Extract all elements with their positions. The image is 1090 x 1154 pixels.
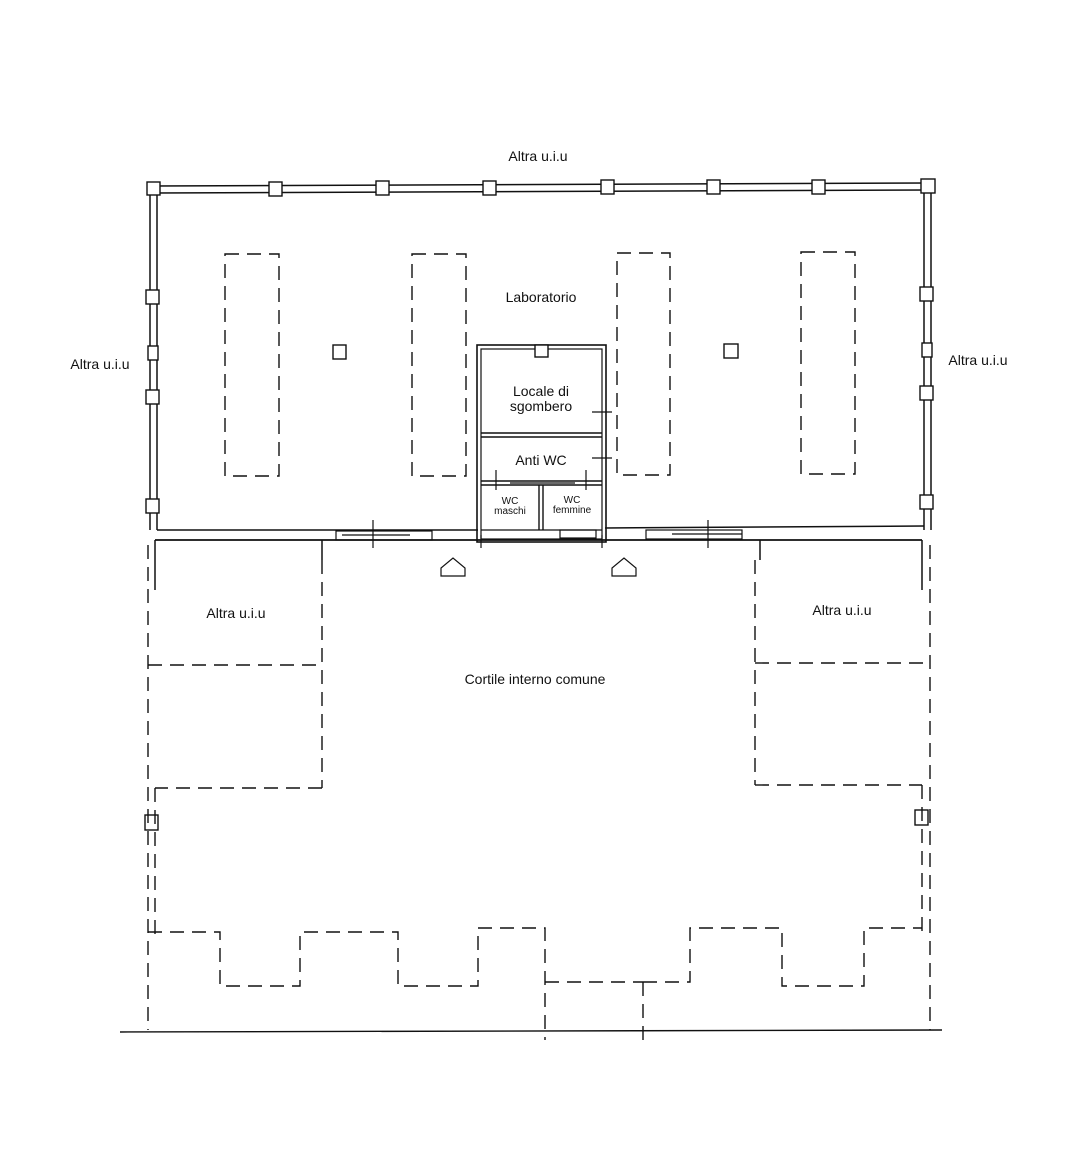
label-wc-femmine-line2: femmine: [553, 505, 592, 516]
pillar-icon: [375, 180, 390, 196]
label-wc-femmine-line1: WC: [564, 495, 581, 506]
label-laboratorio: Laboratorio: [506, 289, 577, 305]
pillar-icon: [919, 286, 934, 302]
label-anti-wc: Anti WC: [515, 452, 566, 468]
pillar-icon: [723, 343, 739, 359]
courtyard-boundaries: [119, 540, 943, 1040]
label-top-other-unit: Altra u.i.u: [508, 148, 567, 164]
label-lower-right-other-unit: Altra u.i.u: [812, 602, 871, 618]
label-cortile: Cortile interno comune: [465, 671, 606, 687]
service-block: [476, 344, 612, 548]
pillar-icon: [268, 181, 283, 197]
dashed-benches: [224, 251, 856, 477]
pillar-icon: [147, 345, 159, 361]
label-left-other-unit: Altra u.i.u: [70, 356, 129, 372]
pillar-icon: [332, 344, 347, 360]
entrance-arrow-icon: [611, 557, 637, 577]
entrance-arrow-icon: [440, 557, 466, 577]
pillar-icon: [919, 494, 934, 510]
pillar-icon: [921, 342, 933, 358]
labels: Altra u.i.u Altra u.i.u Altra u.i.u Altr…: [70, 148, 1007, 687]
pillar-icon: [706, 179, 721, 195]
pillar-icon: [482, 180, 497, 196]
pillar-icon: [600, 179, 615, 195]
label-wc-maschi-line2: maschi: [494, 506, 526, 517]
laboratory-outer-walls: [149, 182, 932, 548]
pillar-icon: [146, 181, 161, 196]
pillar-icon: [920, 178, 936, 194]
pillars: [144, 178, 936, 831]
entrances: [440, 557, 637, 577]
label-lower-left-other-unit: Altra u.i.u: [206, 605, 265, 621]
pillar-icon: [919, 385, 934, 401]
label-wc-maschi-line1: WC: [502, 496, 519, 507]
label-locale-line1: Locale di: [513, 383, 569, 399]
label-right-other-unit: Altra u.i.u: [948, 352, 1007, 368]
pillar-icon: [145, 389, 160, 405]
pillar-icon: [534, 344, 549, 358]
label-locale-line2: sgombero: [510, 398, 572, 414]
pillar-icon: [145, 498, 160, 514]
pillar-icon: [144, 814, 159, 831]
pillar-icon: [811, 179, 826, 195]
pillar-icon: [145, 289, 160, 305]
